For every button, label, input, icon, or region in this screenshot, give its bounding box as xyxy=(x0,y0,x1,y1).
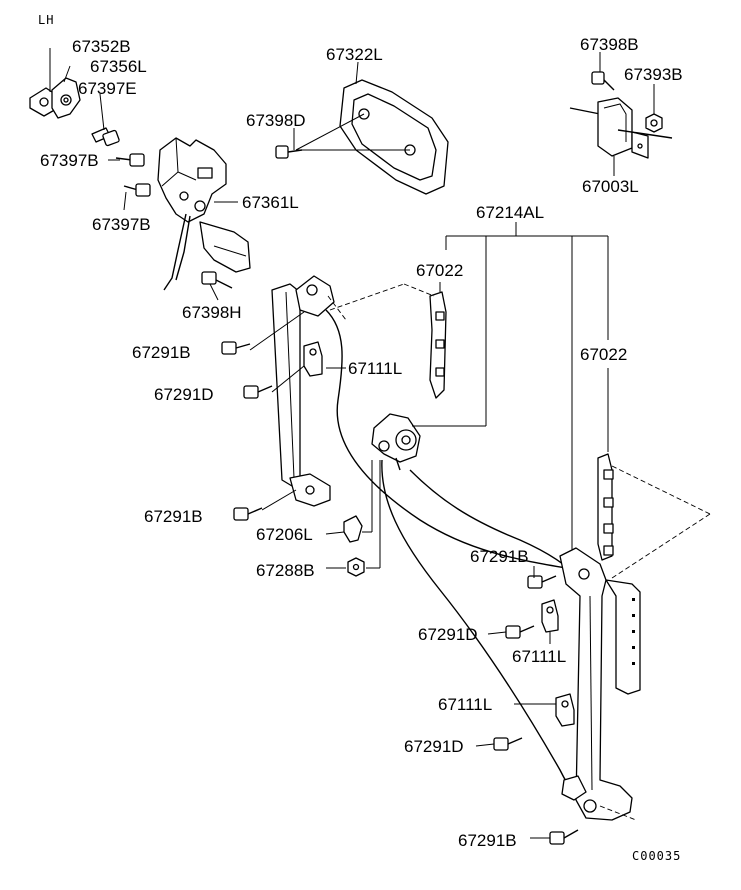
label-67291b-lower-left: 67291B xyxy=(144,507,203,526)
screw-67398d xyxy=(275,145,303,159)
label-67397b-lower: 67397B xyxy=(92,215,151,234)
label-67022-right: 67022 xyxy=(580,345,627,364)
bolt-67291d-left xyxy=(243,385,273,399)
leader-lines xyxy=(49,48,655,839)
cable-guide-67206l xyxy=(343,515,363,543)
label-67397b-upper: 67397B xyxy=(40,151,99,170)
label-67291b-upper-left: 67291B xyxy=(132,343,191,362)
window-switch-67003l xyxy=(569,97,673,159)
cable-upper xyxy=(325,309,567,569)
glass-holder-67022-right xyxy=(597,453,614,561)
nut-67393b xyxy=(645,113,663,133)
label-67111l-upper: 67111L xyxy=(348,359,402,378)
rear-guide-rail xyxy=(271,275,335,507)
bolt-67291b-bottom xyxy=(549,829,579,845)
label-67291d-right-lower: 67291D xyxy=(404,737,464,756)
label-67397e: 67397E xyxy=(78,79,137,98)
bolt-67291b-upper-left xyxy=(221,341,251,355)
bolt-67398h xyxy=(201,271,233,289)
label-67003l: 67003L xyxy=(582,177,639,196)
label-67022-left: 67022 xyxy=(416,261,463,280)
bolt-67397b-upper xyxy=(115,153,145,167)
label-67361l: 67361L xyxy=(242,193,299,212)
clip-67111l-lower xyxy=(555,693,575,727)
label-67291b-bottom: 67291B xyxy=(458,831,517,850)
diagram-code: C00035 xyxy=(632,849,681,863)
nut-67288b xyxy=(347,557,365,577)
label-67214al: 67214AL xyxy=(476,203,544,222)
front-regulator-rail xyxy=(559,547,641,821)
screw-67398b xyxy=(591,71,615,91)
bolt-67397e xyxy=(91,127,120,147)
label-67322l: 67322L xyxy=(326,45,383,64)
bolt-67291b-right-upper xyxy=(527,575,557,589)
bolt-67291b-lower-left xyxy=(233,507,263,521)
glass-holder-67022-left xyxy=(429,291,447,399)
label-67352b: 67352B xyxy=(72,37,131,56)
label-67111l-middle: 67111L xyxy=(512,647,566,666)
label-67356l: 67356L xyxy=(90,57,147,76)
label-67111l-lower: 67111L xyxy=(438,695,492,714)
side-label: LH xyxy=(38,13,54,27)
regulator-drum-unit xyxy=(371,413,421,471)
door-lock-actuator xyxy=(157,137,251,291)
inside-handle-67322l xyxy=(339,79,449,195)
label-67398d: 67398D xyxy=(246,111,306,130)
assembly-dashed-lines xyxy=(327,283,711,821)
label-67288b: 67288B xyxy=(256,561,315,580)
label-67393b: 67393B xyxy=(624,65,683,84)
label-67291d-left: 67291D xyxy=(154,385,214,404)
label-67291d-right-upper: 67291D xyxy=(418,625,478,644)
label-67398h: 67398H xyxy=(182,303,242,322)
label-67291b-right-upper: 67291B xyxy=(470,547,529,566)
bolt-67291d-right-lower xyxy=(493,737,523,751)
label-67206l: 67206L xyxy=(256,525,313,544)
clip-67111l-upper xyxy=(303,341,323,377)
label-67398b: 67398B xyxy=(580,35,639,54)
lock-bracket xyxy=(51,77,81,119)
clip-67111l-middle xyxy=(541,599,559,633)
part-labels: 67352B 67356L 67397E 67397B 67397B 67361… xyxy=(40,35,683,850)
bolt-67291d-right-upper xyxy=(505,625,535,639)
bolt-67397b-lower xyxy=(123,183,151,197)
